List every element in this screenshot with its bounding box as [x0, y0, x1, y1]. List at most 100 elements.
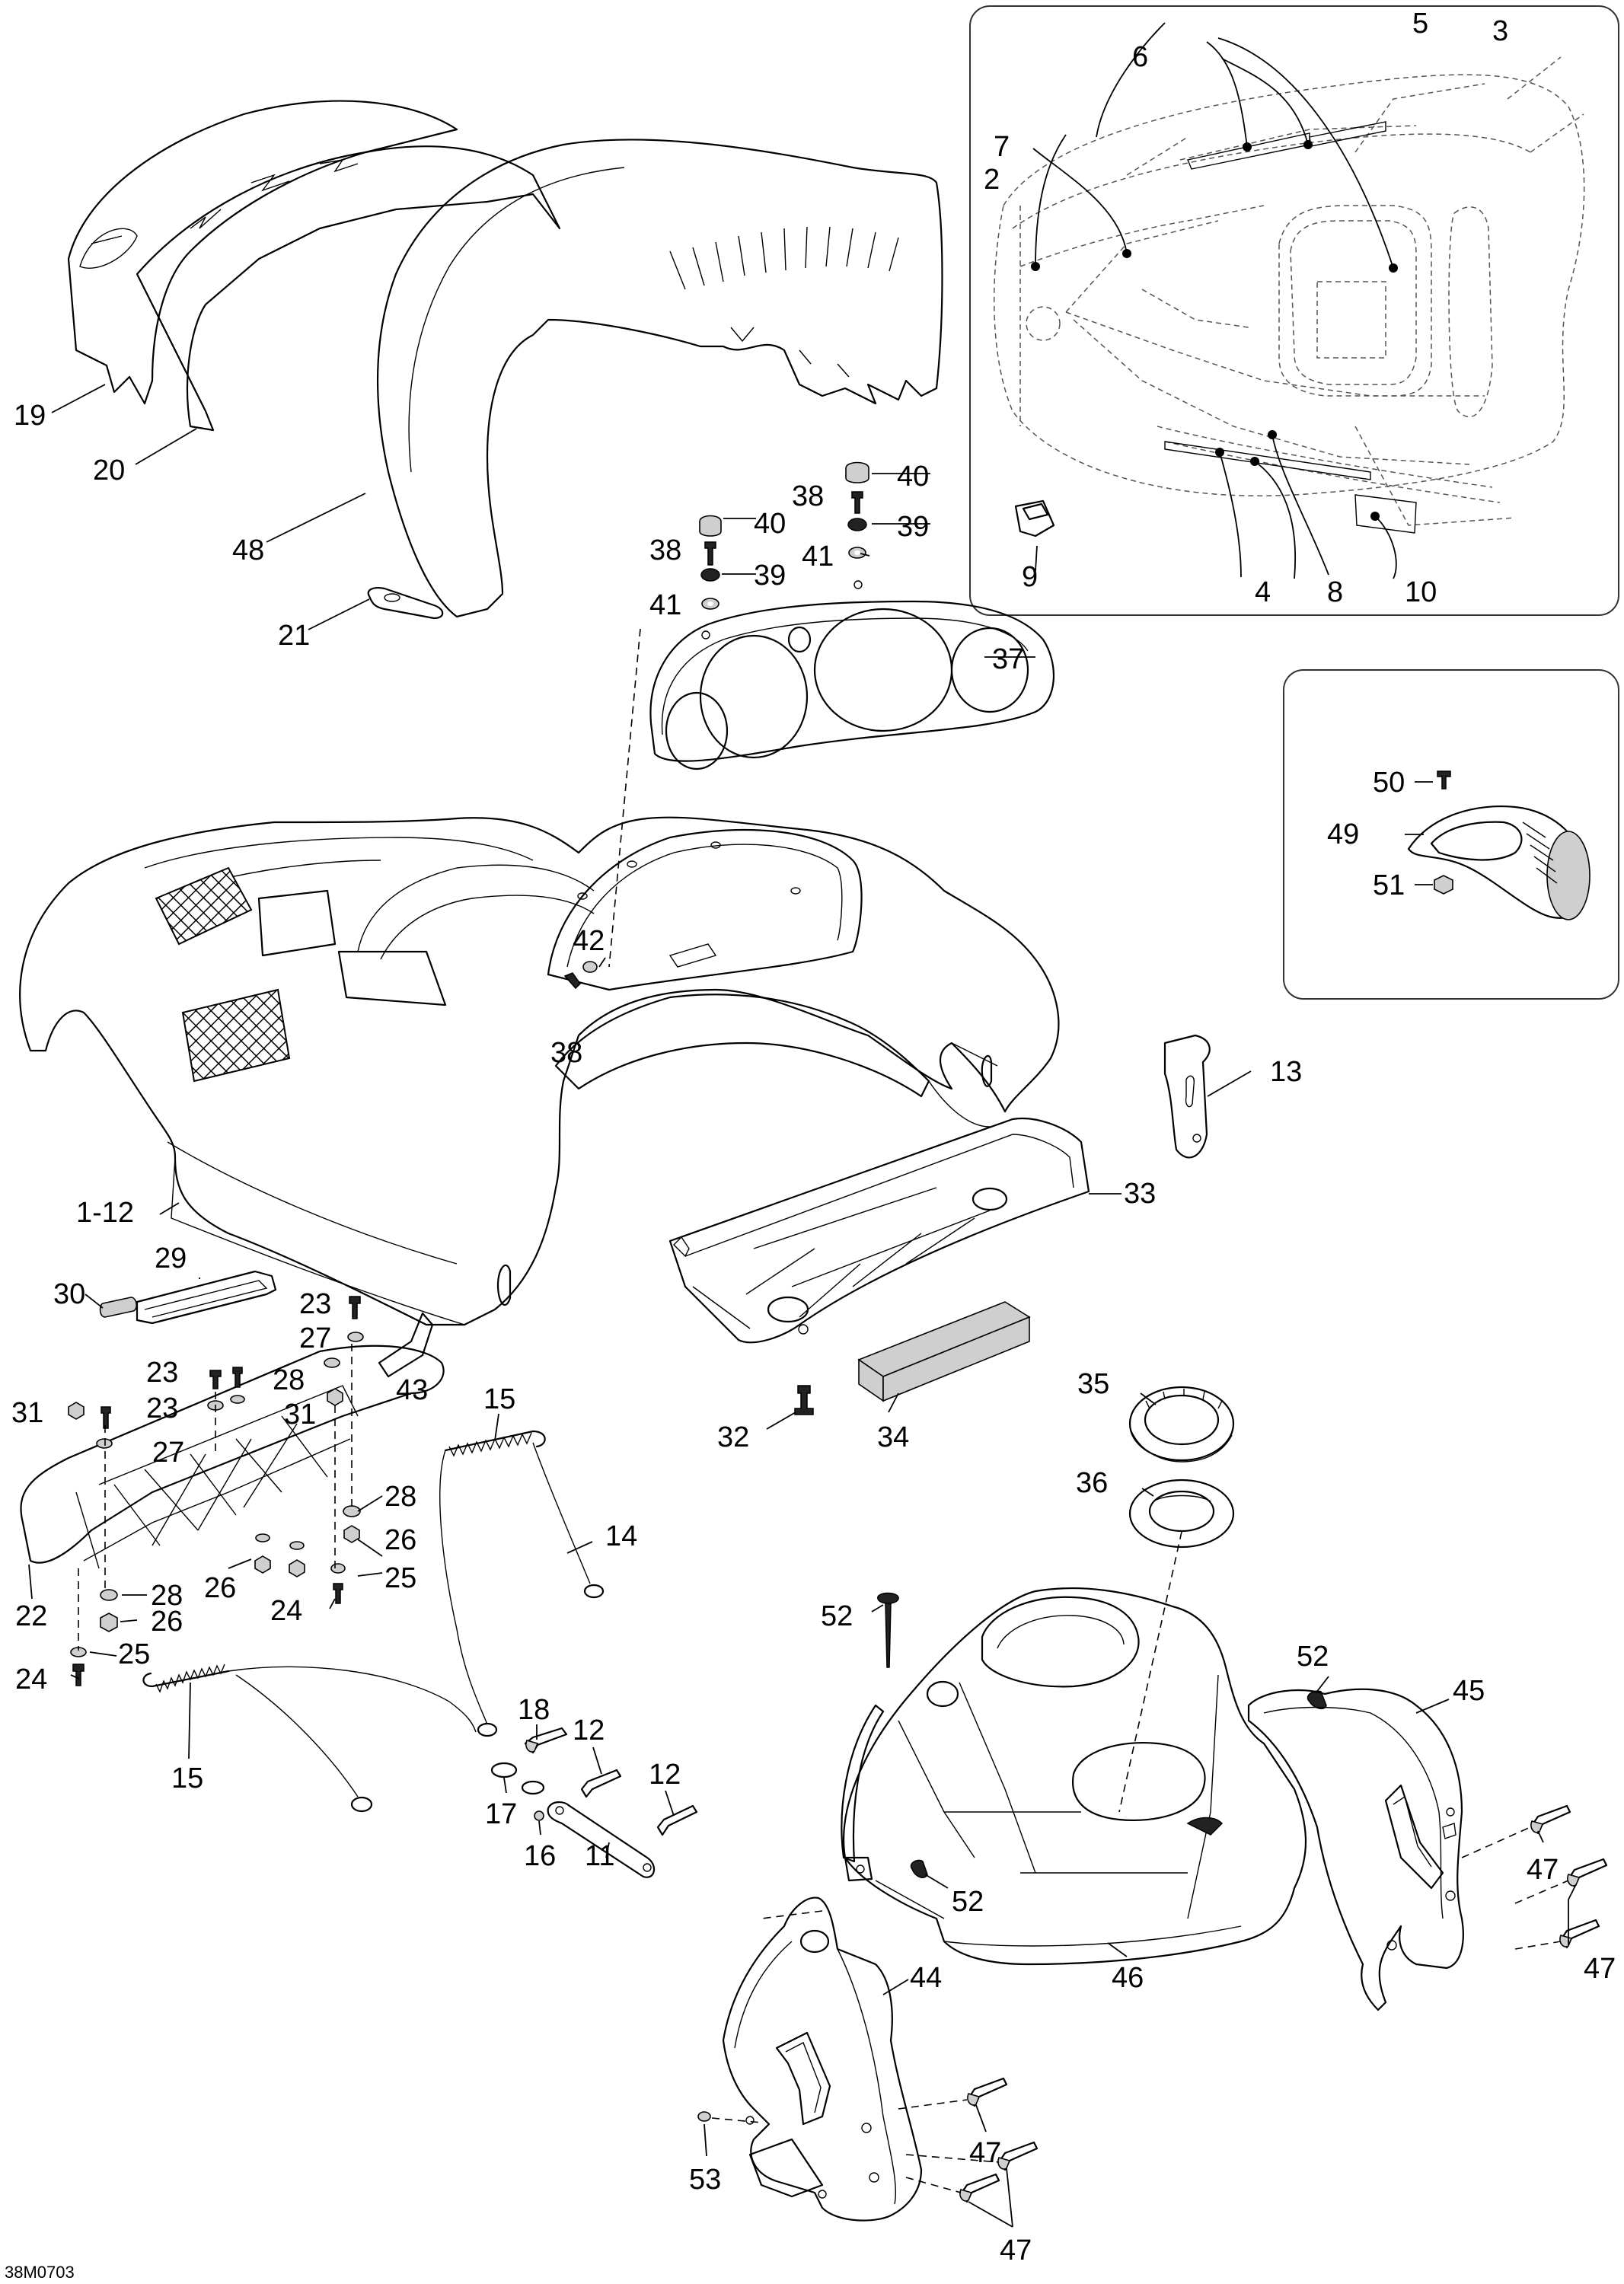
- mesh-grille-upper: [155, 866, 253, 946]
- label-part-52-c: 52: [952, 1886, 984, 1918]
- lever-11-hole-a: [555, 1806, 564, 1815]
- body-1-12-inner-cowl: [357, 864, 595, 960]
- rivet-18-head: [525, 1740, 539, 1753]
- label-part-34: 34: [877, 1421, 909, 1453]
- label-part-46: 46: [1112, 1962, 1144, 1994]
- side-panel-part-19: [67, 100, 458, 405]
- label-part-47-b: 47: [1584, 1953, 1616, 1985]
- panel-44-hole-d: [818, 2190, 827, 2199]
- label-part-51: 51: [1373, 869, 1405, 901]
- panel-44-chevron: [775, 2031, 831, 2126]
- support-bracket-part-22: [20, 1345, 445, 1564]
- gauge-opening-small: [665, 691, 729, 770]
- steering-cover-46-facets: [898, 1674, 1219, 1919]
- panel-44-boss: [799, 1929, 830, 1954]
- clip-part-9: [1014, 499, 1055, 538]
- label-part-2: 2: [984, 164, 1000, 196]
- label-part-24-b: 24: [15, 1664, 47, 1695]
- label-part-43: 43: [396, 1374, 428, 1406]
- grab-handle-part-49: [1407, 805, 1590, 920]
- label-part-13: 13: [1270, 1056, 1302, 1088]
- screw-part-50: [1437, 770, 1451, 790]
- vent-window-2: [337, 950, 447, 1006]
- washer-part-16: [534, 1810, 544, 1821]
- body-1-12-slot-left: [496, 1265, 512, 1306]
- bracket-22-lattice: [113, 1415, 328, 1546]
- label-part-15-b: 15: [171, 1762, 203, 1794]
- panel-44-chevron-inner: [785, 2042, 822, 2113]
- ring-nut-part-35: [1128, 1386, 1235, 1463]
- storage-tray-part-33: [668, 1118, 1090, 1344]
- bracket-22-hardware: [68, 1296, 364, 1686]
- label-part-5: 5: [1412, 8, 1428, 40]
- label-part-11: 11: [585, 1840, 614, 1872]
- label-part-50: 50: [1373, 767, 1405, 799]
- o-ring-17-second: [521, 1780, 545, 1795]
- retaining-rod-part-29: [136, 1270, 277, 1325]
- label-part-36: 36: [1076, 1467, 1108, 1499]
- spring-cable-part-15-lower: [142, 1664, 477, 1813]
- label-part-31-a: 31: [11, 1397, 43, 1429]
- body-hole-rivet-1: [577, 892, 588, 900]
- label-part-44: 44: [910, 1962, 942, 1994]
- panel-45-chevron-inner: [1393, 1795, 1432, 1868]
- label-part-18: 18: [518, 1694, 550, 1726]
- label-part-29: 29: [155, 1242, 187, 1274]
- body-1-12-dash-inner: [566, 844, 843, 968]
- body-hole-rivet-4: [790, 887, 801, 895]
- label-part-27-a: 27: [299, 1322, 331, 1354]
- decal-inset-ghost-body: [994, 56, 1585, 526]
- label-part-52-b: 52: [1297, 1641, 1329, 1673]
- inset-box-decals: [969, 5, 1619, 616]
- steering-cover-46-pocket: [1072, 1742, 1206, 1821]
- label-part-14: 14: [605, 1520, 637, 1552]
- gauge-opening-right: [950, 627, 1029, 713]
- bracket-22-inner: [75, 1385, 359, 1569]
- decal-10: [1354, 494, 1417, 534]
- label-part-25-b: 25: [118, 1638, 150, 1670]
- rivet-part-47-group: [959, 1804, 1608, 2203]
- tray-33-bolt-hole: [798, 1324, 809, 1335]
- body-washer-42-indicator: [598, 957, 606, 968]
- label-part-25-a: 25: [384, 1562, 416, 1594]
- label-part-41-a: 41: [649, 589, 681, 621]
- decal-stripes-lower: [1164, 441, 1371, 480]
- side-panel-part-45: [1247, 1688, 1464, 2011]
- label-part-4: 4: [1255, 576, 1271, 608]
- label-part-10: 10: [1405, 576, 1437, 608]
- label-part-30: 30: [53, 1278, 85, 1310]
- tray-33-hole-left: [767, 1296, 809, 1323]
- label-part-28-c: 28: [151, 1580, 183, 1612]
- push-pin-part-52-b: [1307, 1690, 1327, 1710]
- label-part-26-b: 26: [204, 1572, 236, 1604]
- steering-cover-46-hole: [856, 1865, 865, 1874]
- label-part-22: 22: [15, 1600, 47, 1632]
- gauge-opening-left: [699, 634, 809, 759]
- label-part-47-d: 47: [1000, 2235, 1032, 2266]
- label-part-9: 9: [1022, 561, 1038, 593]
- label-part-33: 33: [1124, 1178, 1156, 1210]
- screw-part-38-body: [563, 972, 581, 990]
- fairing-48-notches: [730, 327, 850, 378]
- body-hole-rivet-3: [710, 841, 721, 849]
- body-1-12-front-right: [928, 1042, 998, 1128]
- tray-33-inner: [684, 1134, 1074, 1329]
- label-part-45: 45: [1453, 1675, 1485, 1707]
- panel-44-hole-c: [869, 2172, 879, 2183]
- retaining-rod-29-inner: [144, 1280, 268, 1318]
- label-part-40-a: 40: [754, 508, 786, 540]
- label-part-48: 48: [232, 534, 264, 566]
- body-mount-tab: [668, 943, 717, 968]
- label-part-47-a: 47: [1527, 1854, 1559, 1886]
- nut-part-51: [1434, 875, 1453, 895]
- side-panel-part-20: [136, 145, 561, 432]
- part-callout-labels: 19 20 48 21 40 38 39 41 38 40 39 41 37 6…: [11, 8, 1616, 2266]
- label-part-32: 32: [717, 1421, 749, 1453]
- gauge-lamp-hole: [787, 626, 812, 653]
- label-part-28-a: 28: [273, 1364, 305, 1396]
- steering-cover-46-boss: [926, 1680, 959, 1708]
- rivet-part-12-a: [580, 1769, 622, 1798]
- mesh-grille-lower: [181, 988, 291, 1083]
- label-part-38-a: 38: [649, 534, 681, 566]
- panel-45-hole-c: [1446, 1807, 1455, 1817]
